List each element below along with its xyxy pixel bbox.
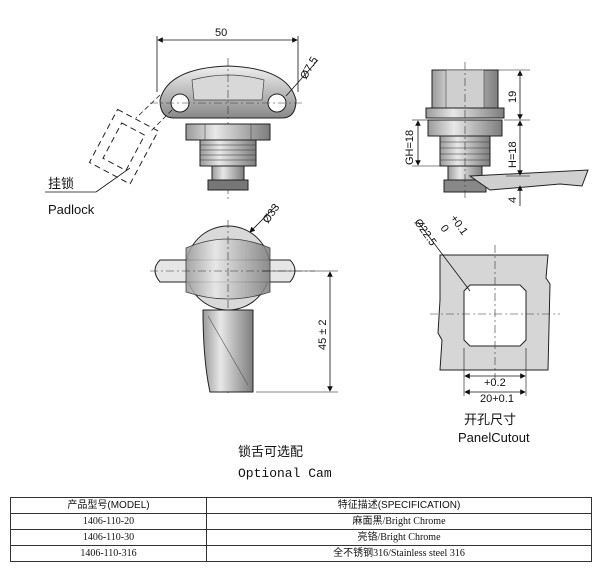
header-model: 产品型号(MODEL) xyxy=(10,497,207,514)
dim-19: 19 xyxy=(507,91,519,103)
dim-hole-7-5: Ø7.5 xyxy=(298,55,320,82)
cam-label-en: Optional Cam xyxy=(238,466,332,481)
front-view: 50 Ø7.5 挂锁 Padlock xyxy=(45,27,321,217)
padlock-label-en: Padlock xyxy=(48,202,95,217)
cell-model: 1406-110-30 xyxy=(10,529,207,546)
dim-cutout-tol-upper: +0.1 xyxy=(448,213,470,238)
dim-width-50: 50 xyxy=(215,27,227,39)
table-row: 1406-110-316 全不锈钢316/Stainless steel 316 xyxy=(10,545,592,562)
dim-cutout-tol-lower: 0 xyxy=(438,223,451,235)
cutout-label-cn: 开孔尺寸 xyxy=(464,413,516,428)
panel-cutout: Ø22.5 0 +0.1 +0.2 20+0.1 开孔尺寸 PanelCutou… xyxy=(412,213,560,445)
side-view: 19 H=18 4 GH=18 xyxy=(404,62,589,206)
dim-4: 4 xyxy=(507,197,519,203)
table-row: 1406-110-30 亮铬/Bright Chrome xyxy=(10,529,592,546)
cell-spec: 全不锈钢316/Stainless steel 316 xyxy=(206,545,592,562)
table-header-row: 产品型号(MODEL) 特征描述(SPECIFICATION) xyxy=(10,497,592,514)
dim-cut-20: 20+0.1 xyxy=(480,393,514,405)
dim-h18: H=18 xyxy=(507,141,519,168)
back-view: Ø33 45 ± 2 锁舌可选配 Optional Cam xyxy=(150,202,338,481)
padlock-label-cn: 挂锁 xyxy=(48,176,74,192)
cell-spec: 麻面黑/Bright Chrome xyxy=(206,513,592,530)
dim-45: 45 ± 2 xyxy=(317,319,329,350)
spec-table: 产品型号(MODEL) 特征描述(SPECIFICATION) 1406-110… xyxy=(10,497,592,562)
dim-cutout-dia: Ø22.5 xyxy=(412,217,439,248)
dim-gh18: GH=18 xyxy=(404,130,416,165)
header-specification: 特征描述(SPECIFICATION) xyxy=(206,497,592,514)
dim-cut-tol: +0.2 xyxy=(484,377,506,389)
cell-model: 1406-110-20 xyxy=(10,513,207,530)
cell-model: 1406-110-316 xyxy=(10,545,207,562)
table-row: 1406-110-20 麻面黑/Bright Chrome xyxy=(10,513,592,530)
cam-label-cn: 锁舌可选配 xyxy=(238,444,303,460)
dim-dia-33: Ø33 xyxy=(261,202,283,226)
cutout-label-en: PanelCutout xyxy=(458,430,530,445)
cell-spec: 亮铬/Bright Chrome xyxy=(206,529,592,546)
